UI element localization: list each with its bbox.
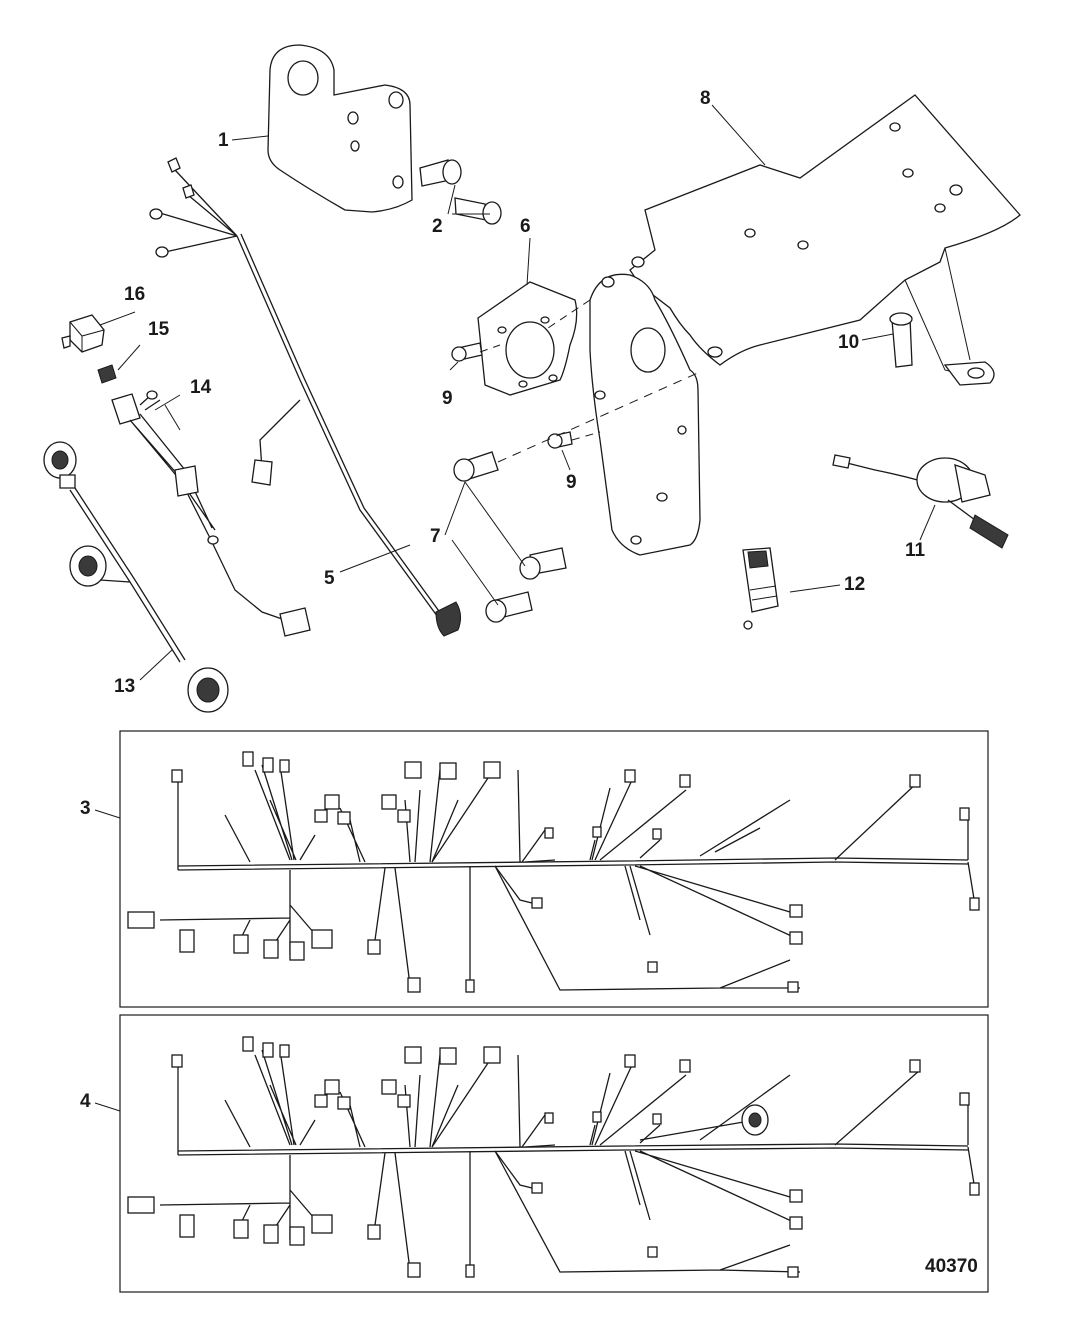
callout-3: 3 (80, 798, 91, 819)
harness-assembly-4 (119, 1014, 989, 1293)
callout-9a: 9 (442, 388, 453, 409)
harness-14 (111, 390, 311, 637)
figure-number: 40370 (925, 1256, 978, 1277)
callout-13: 13 (114, 676, 135, 697)
connector-12 (742, 547, 779, 630)
mounting-plate-8 (629, 94, 1021, 386)
bolts-2 (419, 159, 502, 225)
leader-lines (94, 104, 936, 1112)
callout-15: 15 (148, 319, 170, 340)
bracket-6 (477, 273, 701, 556)
callout-7: 7 (430, 526, 441, 547)
relay-16 (61, 314, 105, 353)
callout-10: 10 (838, 332, 859, 353)
bolt-10 (889, 312, 913, 368)
callout-6: 6 (520, 216, 531, 237)
harness-13 (43, 441, 229, 713)
callout-4: 4 (80, 1091, 91, 1112)
callout-2: 2 (432, 216, 443, 237)
wire-harness-5 (149, 157, 462, 637)
callout-5: 5 (324, 568, 335, 589)
callout-12: 12 (844, 574, 865, 595)
callout-9b: 9 (566, 472, 577, 493)
callout-1: 1 (218, 130, 229, 151)
callout-11: 11 (905, 540, 926, 561)
callout-8: 8 (700, 88, 711, 109)
harness-assembly-3 (119, 730, 989, 1008)
fuse-15 (97, 364, 117, 384)
bracket-1 (267, 44, 413, 213)
callout-16: 16 (124, 284, 145, 305)
sensor-11 (832, 454, 1009, 549)
bolts-7 (453, 371, 701, 623)
callout-14: 14 (190, 377, 212, 398)
